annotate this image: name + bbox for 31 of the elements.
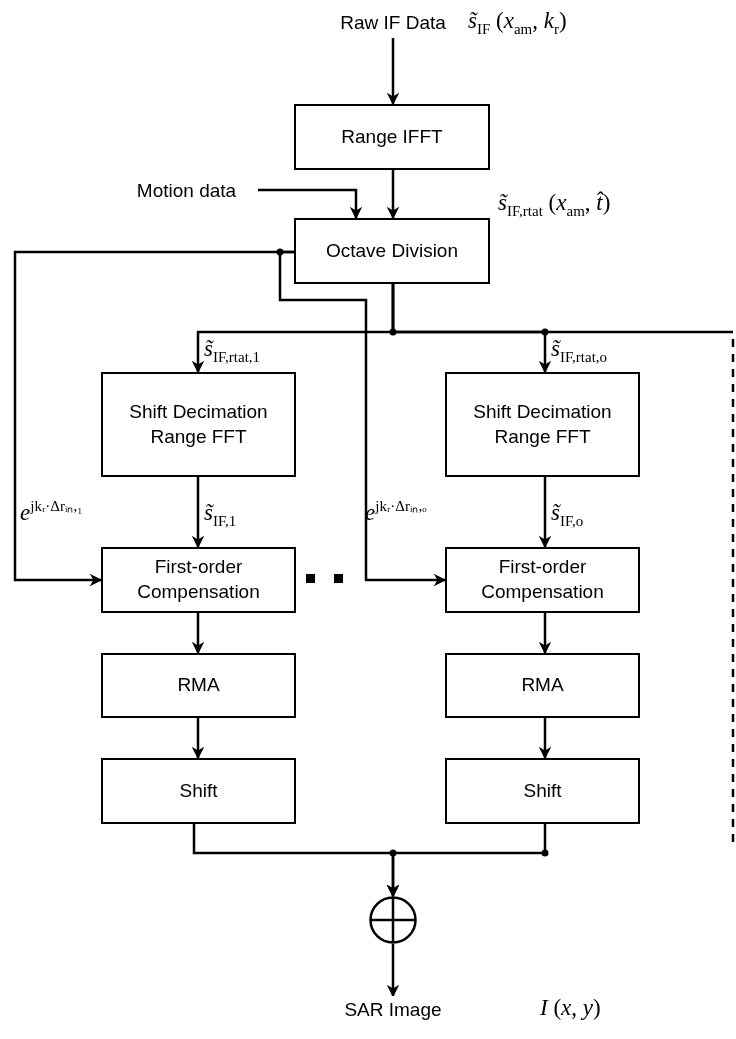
process-box: Shift <box>101 758 296 824</box>
edge-label: s̃$_{IF,1}$ <box>204 500 237 530</box>
process-box: Octave Division <box>294 218 490 284</box>
arrow <box>538 477 552 549</box>
process-box: First-order Compensation <box>101 547 296 613</box>
process-box: Shift Decimation Range FFT <box>445 372 640 477</box>
arrow <box>538 613 552 655</box>
edge-label: s̃$_{IF,o}$ <box>551 500 584 530</box>
arrow <box>386 944 400 998</box>
process-box: Range IFFT <box>294 104 490 170</box>
arrow <box>258 188 363 220</box>
arrow <box>278 250 447 587</box>
arrow <box>386 170 400 220</box>
arrow <box>386 824 547 898</box>
arrow <box>386 38 400 106</box>
edge-label: s̃$_{IF,rtat,1}$ <box>204 336 261 366</box>
process-box: Shift <box>445 758 640 824</box>
arrow <box>191 718 205 760</box>
arrow <box>538 718 552 760</box>
process-box: Shift Decimation Range FFT <box>101 372 296 477</box>
math-expression: s̃$_{IF}$ (x$_{am}$, k$_{r}$) <box>468 8 567 38</box>
edge-label: e$^{jkᵣ·Δrᵢₙ,₁}$ <box>20 498 83 525</box>
process-box: RMA <box>101 653 296 718</box>
arrow <box>191 477 205 549</box>
edge-label: s̃$_{IF,rtat}$ (x$_{am}$, t̂) <box>498 190 611 220</box>
process-box: First-order Compensation <box>445 547 640 613</box>
edge-label: s̃$_{IF,rtat,o}$ <box>551 336 608 366</box>
arrow <box>191 613 205 655</box>
summing-junction <box>369 896 417 944</box>
math-expression: I (x, y) <box>540 995 601 1021</box>
process-box: RMA <box>445 653 640 718</box>
